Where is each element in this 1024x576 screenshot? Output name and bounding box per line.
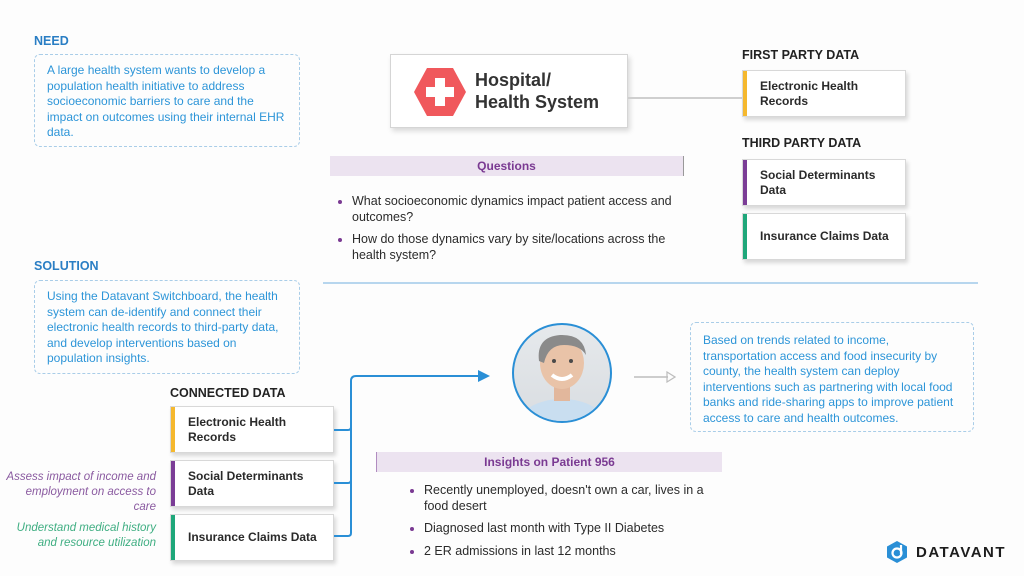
solution-text: Using the Datavant Switchboard, the heal… (47, 289, 279, 365)
brand-name: DATAVANT (916, 543, 1007, 561)
card-label: Insurance Claims Data (760, 229, 889, 244)
third-party-card-sdoh: Social Determinants Data (742, 159, 906, 206)
color-bar (171, 461, 175, 506)
card-label: Electronic Health Records (188, 415, 287, 444)
insight-item: Diagnosed last month with Type II Diabet… (410, 521, 720, 537)
hospital-title-line2: Health System (475, 92, 600, 112)
outcome-text: Based on trends related to income, trans… (703, 333, 954, 425)
first-party-card-ehr: Electronic Health Records (742, 70, 906, 117)
third-party-label: THIRD PARTY DATA (742, 136, 862, 150)
color-bar (743, 71, 747, 116)
questions-list: What socioeconomic dynamics impact patie… (338, 194, 678, 270)
connected-card-claims: Insurance Claims Data (170, 514, 334, 561)
color-bar (743, 214, 747, 259)
solution-box: Using the Datavant Switchboard, the heal… (34, 280, 300, 374)
questions-header: Questions (330, 156, 684, 176)
connected-card-sdoh: Social Determinants Data (170, 460, 334, 507)
first-party-label: FIRST PARTY DATA (742, 48, 860, 62)
connector-arrow (334, 370, 490, 537)
card-label: Social Determinants Data (188, 469, 304, 498)
insight-item: 2 ER admissions in last 12 months (410, 544, 720, 560)
patient-photo (512, 323, 612, 423)
section-divider (323, 282, 978, 284)
insights-list: Recently unemployed, doesn't own a car, … (410, 483, 720, 566)
hospital-title-line1: Hospital/ (475, 70, 552, 90)
claims-note: Understand medical history and resource … (16, 522, 156, 549)
datavant-logo-icon (887, 541, 907, 563)
insight-item: Recently unemployed, doesn't own a car, … (410, 483, 720, 514)
outcome-box: Based on trends related to income, trans… (690, 322, 974, 432)
hospital-card: Hospital/ Health System (390, 54, 628, 128)
color-bar (171, 515, 175, 560)
third-party-card-claims: Insurance Claims Data (742, 213, 906, 260)
need-box: A large health system wants to develop a… (34, 54, 300, 147)
question-item: What socioeconomic dynamics impact patie… (338, 194, 678, 225)
color-bar (743, 160, 747, 205)
card-label: Insurance Claims Data (188, 530, 317, 545)
connected-card-ehr: Electronic Health Records (170, 406, 334, 453)
patient-avatar-icon (518, 334, 606, 421)
color-bar (171, 407, 175, 452)
need-text: A large health system wants to develop a… (47, 63, 285, 139)
solution-label: SOLUTION (34, 259, 99, 273)
card-label: Social Determinants Data (760, 168, 876, 197)
connected-data-label: CONNECTED DATA (170, 386, 286, 400)
sdoh-note: Assess impact of income and employment o… (6, 471, 156, 513)
outcome-arrow-icon (634, 371, 676, 383)
need-label: NEED (34, 34, 69, 48)
datavant-logo: DATAVANT (886, 540, 1006, 564)
hospital-cross-icon (414, 68, 466, 116)
hospital-connector-line (628, 97, 742, 99)
question-item: How do those dynamics vary by site/locat… (338, 232, 678, 263)
insights-header: Insights on Patient 956 (376, 452, 722, 472)
card-label: Electronic Health Records (760, 79, 859, 108)
